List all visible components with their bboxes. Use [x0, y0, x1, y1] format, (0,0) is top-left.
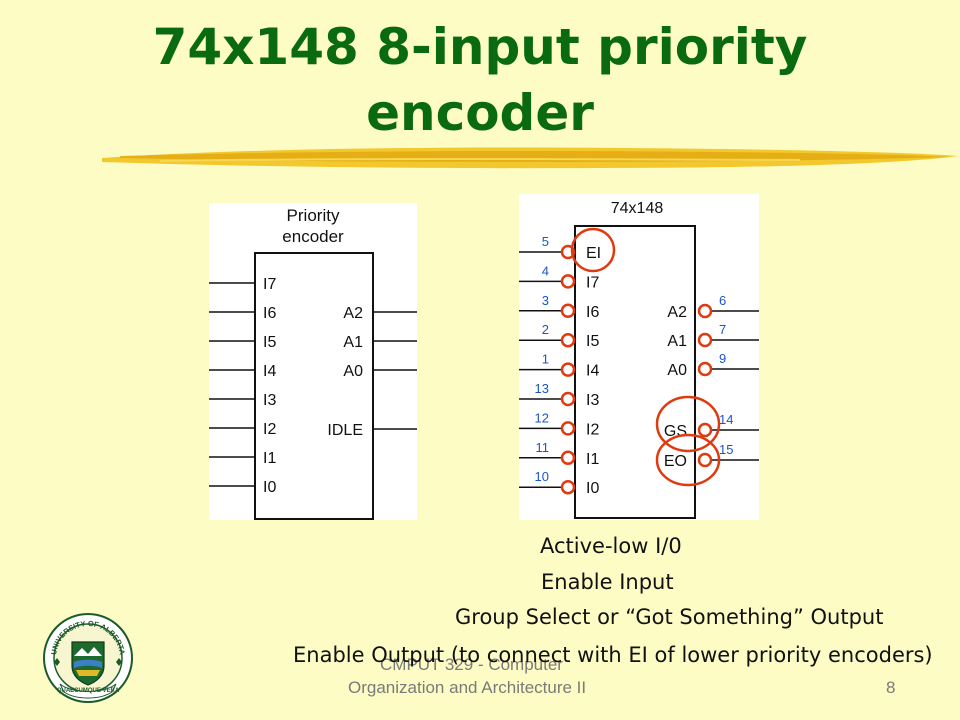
chip-name: 74x148	[611, 200, 664, 217]
input-label-i4: I4	[263, 363, 276, 380]
pin-number-i3: 13	[535, 381, 549, 396]
inversion-bubble-i4	[560, 362, 576, 377]
inversion-bubble-a0	[697, 361, 713, 377]
pin-number-ei: 5	[542, 234, 549, 249]
inversion-bubble-i7	[560, 274, 576, 289]
input-label-i0: I0	[263, 479, 276, 496]
inversion-bubble-i1	[560, 450, 576, 466]
slide-number: 8	[886, 678, 896, 697]
caption-active-low: Active-low I/0	[540, 534, 682, 558]
slide-title: 74x148 8-input priority encoder	[0, 14, 960, 146]
input-label-i2: I2	[263, 421, 276, 438]
pin-number-i0: 10	[535, 469, 549, 484]
university-crest-logo: UNIVERSITY OF ALBERTA QUAECUMQUE VERA	[43, 613, 133, 703]
output-highlight-circles	[655, 395, 721, 487]
encoder-label-line-1: Priority	[287, 206, 340, 225]
title-underline-brushstroke	[102, 147, 958, 169]
caption-enable-output: Enable Output (to connect with EI of low…	[293, 643, 933, 667]
encoder-body	[254, 252, 374, 520]
pin-number-a0: 9	[719, 351, 726, 366]
pin-number-a2: 6	[719, 293, 726, 308]
pin-number-i6: 3	[542, 293, 549, 308]
footer-course-line-1: CMPUT 329 - Computer	[380, 655, 563, 674]
pin-number-i4: 1	[542, 352, 549, 367]
crest-river	[74, 659, 102, 668]
inversion-bubble-i3	[560, 391, 576, 407]
pin-label-i3: I3	[586, 392, 599, 409]
output-label-a2: A2	[343, 305, 363, 322]
pin-label-ei: EI	[586, 245, 601, 262]
pin-number-i5: 2	[542, 322, 549, 337]
pin-label-i4: I4	[586, 363, 599, 380]
pin-label-i2: I2	[586, 421, 599, 438]
inversion-bubble-eo	[697, 452, 713, 468]
footer-course-line-2: Organization and Architecture II	[348, 678, 587, 697]
pin-label-a1: A1	[667, 333, 687, 350]
pin-number-a1: 7	[719, 322, 726, 337]
inversion-bubble-i2	[560, 421, 576, 436]
title-line-1: 74x148 8-input priority	[152, 18, 808, 76]
pin-number-eo: 15	[719, 442, 733, 457]
pin-number-i2: 12	[535, 410, 549, 425]
input-label-i5: I5	[263, 334, 276, 351]
pin-number-i7: 4	[542, 263, 549, 278]
pin-number-i1: 11	[536, 440, 550, 455]
output-label-a1: A1	[343, 334, 363, 351]
pin-label-a2: A2	[667, 304, 687, 321]
chip-body	[574, 225, 696, 519]
gs-highlight-circle	[655, 395, 721, 453]
input-label-i3: I3	[263, 392, 276, 409]
input-label-i7: I7	[263, 276, 276, 293]
crest-wheat	[76, 670, 100, 676]
ei-highlight-circle	[570, 227, 616, 273]
logo-motto: QUAECUMQUE VERA	[57, 688, 120, 694]
pin-number-gs: 14	[719, 412, 733, 427]
pin-label-i6: I6	[586, 304, 599, 321]
pin-label-i0: I0	[586, 480, 599, 497]
title-line-2: encoder	[366, 84, 594, 142]
caption-enable-input: Enable Input	[541, 570, 674, 594]
inversion-bubble-i6	[560, 303, 576, 319]
input-label-i1: I1	[263, 450, 276, 467]
inversion-bubble-a1	[697, 332, 713, 348]
pin-label-a0: A0	[667, 362, 687, 379]
pin-label-i1: I1	[586, 451, 599, 468]
encoder-label-line-2: encoder	[282, 227, 344, 246]
inversion-bubble-i0	[560, 479, 576, 495]
output-label-idle: IDLE	[327, 422, 363, 439]
input-label-i6: I6	[263, 305, 276, 322]
eo-highlight-circle	[655, 433, 721, 487]
output-label-a0: A0	[343, 363, 363, 380]
pin-label-i7: I7	[586, 274, 599, 291]
pin-label-eo: EO	[664, 453, 687, 470]
caption-group-select: Group Select or “Got Something” Output	[455, 605, 884, 629]
inversion-bubble-i5	[560, 332, 576, 348]
inversion-bubble-a2	[697, 303, 713, 319]
inversion-bubble-gs	[697, 422, 713, 438]
crest-mountains	[74, 647, 102, 656]
pin-label-i5: I5	[586, 333, 599, 350]
